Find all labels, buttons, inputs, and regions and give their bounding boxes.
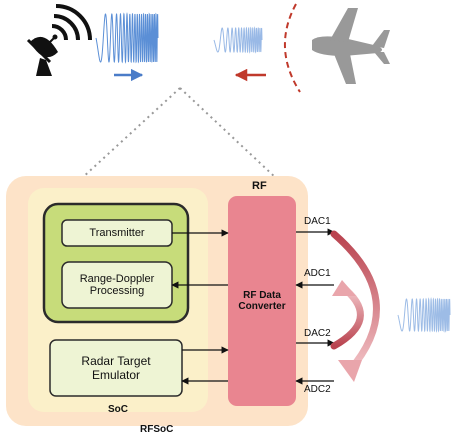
adc1-label: ADC1 bbox=[304, 268, 331, 279]
echo-waveform bbox=[213, 26, 263, 54]
rfsoc-label: RFSoC bbox=[140, 424, 174, 435]
transmitter-label: Transmitter bbox=[89, 227, 145, 239]
dac2-label: DAC2 bbox=[304, 328, 331, 339]
zoom-lines bbox=[81, 87, 277, 179]
airplane-icon bbox=[312, 8, 390, 84]
loopback-arc-dac2-adc1-head bbox=[332, 280, 356, 296]
soc-label: SoC bbox=[108, 404, 128, 415]
rf-label: RF bbox=[252, 180, 267, 192]
radar-dish-icon bbox=[26, 4, 92, 76]
loopback-arc-dac1-adc2 bbox=[330, 230, 380, 374]
rf-data-converter-label: RF Data Converter bbox=[238, 290, 286, 312]
adc2-label: ADC2 bbox=[304, 384, 331, 395]
reflection-arc bbox=[284, 3, 301, 93]
emulated-echo-waveform bbox=[397, 297, 451, 333]
radar-target-emulator-label: Radar Target Emulator bbox=[81, 354, 151, 382]
rf-data-converter-block bbox=[228, 196, 296, 406]
dac1-label: DAC1 bbox=[304, 216, 331, 227]
transmit-waveform bbox=[95, 12, 159, 64]
loopback-arc-dac2-adc1 bbox=[330, 286, 364, 350]
range-doppler-label: Range-Doppler Processing bbox=[79, 273, 155, 297]
loopback-arc-dac1-adc2-head bbox=[338, 360, 362, 382]
radar-target-emulator-block bbox=[49, 339, 183, 397]
